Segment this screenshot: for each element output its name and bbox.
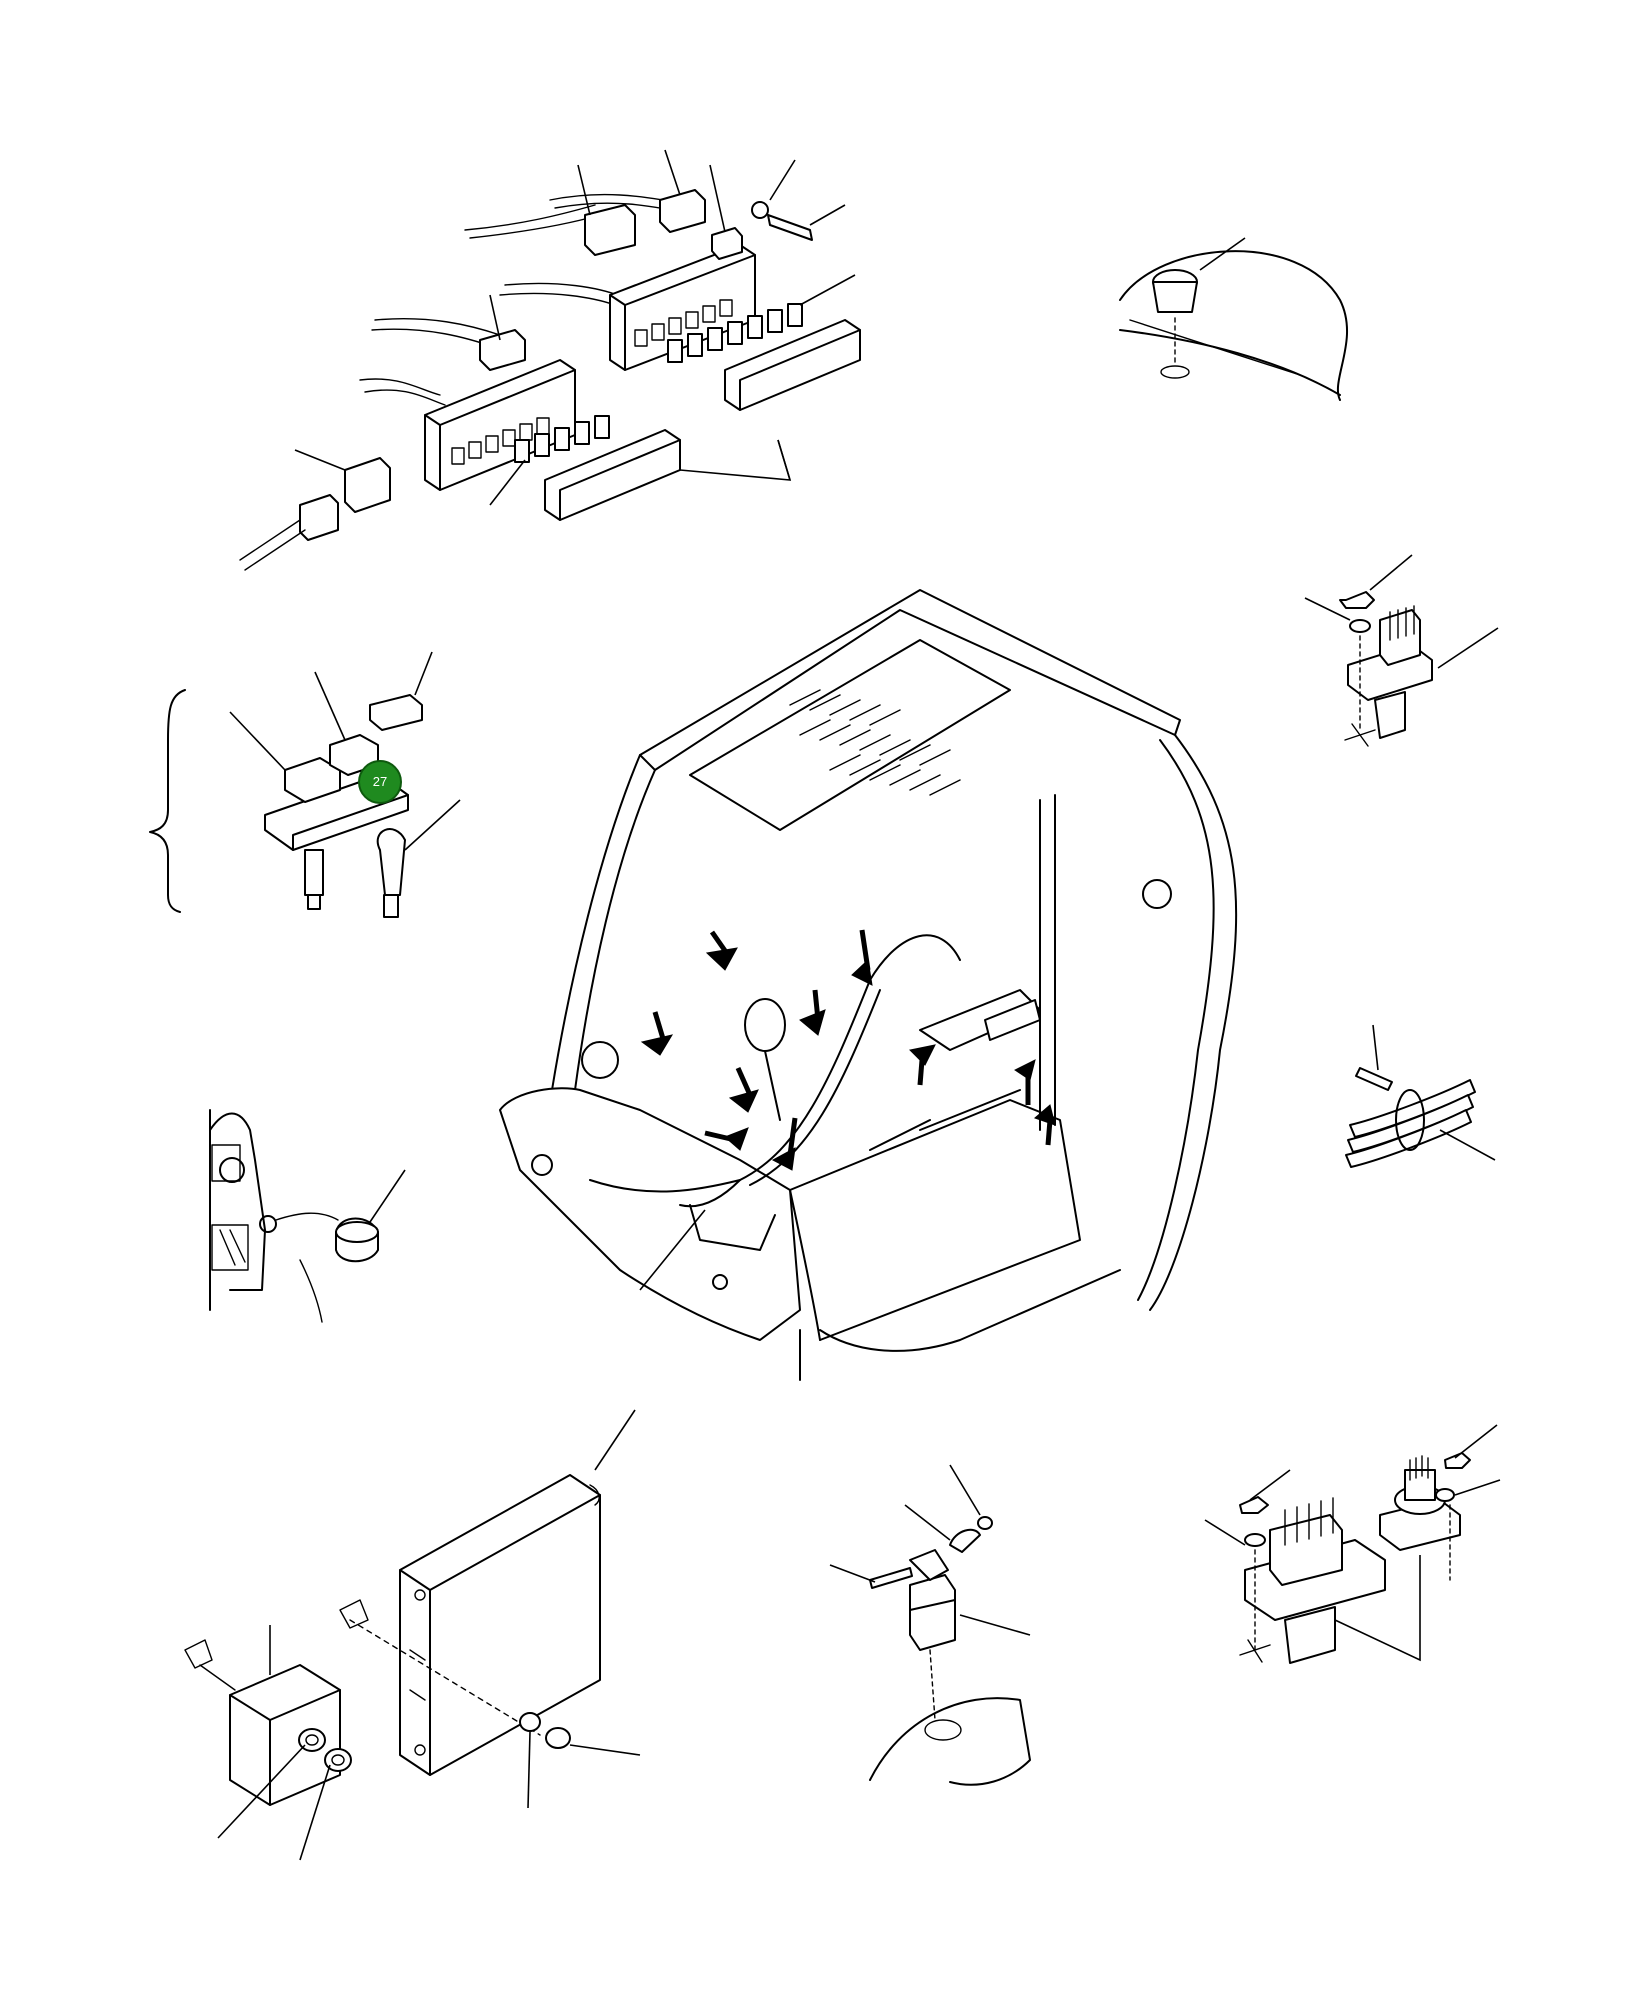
emergency-stop-button-icon — [1119, 237, 1349, 401]
multipin-connectors-icon — [1204, 1424, 1501, 1664]
callout-marker[interactable]: 27 — [358, 760, 402, 804]
connector-plate-icon — [1304, 554, 1499, 747]
switch-sensor-icon — [829, 1464, 1031, 1786]
switch-and-bulb-icon — [149, 651, 461, 918]
relay-fuse-box-icon — [239, 149, 861, 571]
cab-harness-icon — [499, 589, 1238, 1381]
dashboard-button-icon — [209, 1109, 406, 1323]
control-unit-icon — [184, 1409, 641, 1861]
cable-tie-bundle-icon — [1345, 1024, 1496, 1168]
